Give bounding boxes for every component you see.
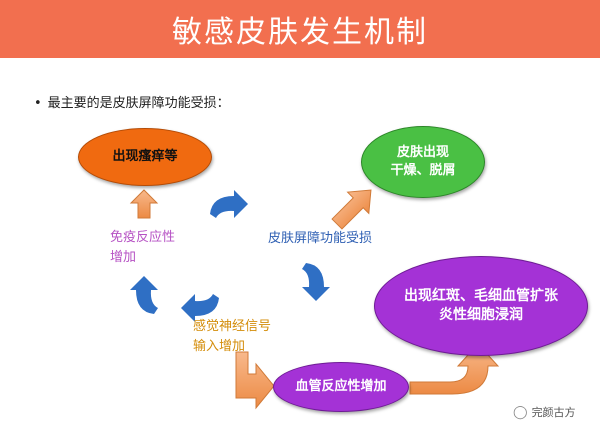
- dry-skin-node: 皮肤出现 干燥、脱屑: [361, 126, 485, 198]
- watermark: ◯ 完颜古方: [513, 404, 576, 420]
- arrow-elbow-to-vascular: [235, 351, 275, 410]
- vascular-node: 血管反应性增加: [273, 362, 409, 412]
- itch-node: 出现瘙痒等: [78, 128, 212, 186]
- blue-arrow-left: [130, 276, 158, 314]
- bullet-point: • 最主要的是皮肤屏障功能受损：: [34, 92, 230, 111]
- arrow-to-dry: [331, 189, 372, 230]
- watermark-text: 完颜古方: [531, 406, 576, 419]
- blue-arrow-bottom: [181, 294, 219, 322]
- redness-node: 出现红斑、毛细血管扩张 炎性细胞浸润: [374, 256, 588, 356]
- immune-label: 免疫反应性 增加: [110, 228, 175, 267]
- bullet-text: 最主要的是皮肤屏障功能受损：: [47, 96, 230, 111]
- sensory-label: 感觉神经信号 输入增加: [193, 317, 271, 356]
- redness-node-line1: 出现红斑、毛细血管扩张: [404, 288, 558, 305]
- page-title: 敏感皮肤发生机制: [172, 15, 428, 50]
- bullet-dot: •: [34, 96, 42, 111]
- itch-node-label: 出现瘙痒等: [112, 149, 178, 165]
- arrow-up-to-itch: [129, 189, 159, 219]
- blue-arrow-right: [302, 263, 330, 301]
- blue-arrow-top: [210, 190, 248, 218]
- dry-node-line1: 皮肤出现: [396, 145, 449, 161]
- sensory-label-line2: 输入增加: [193, 338, 246, 354]
- barrier-label: 皮肤屏障功能受损: [268, 231, 373, 246]
- redness-node-line2: 炎性细胞浸润: [439, 307, 523, 323]
- immune-label-line2: 增加: [110, 249, 137, 265]
- title-bar: 敏感皮肤发生机制: [0, 0, 600, 58]
- chat-bubble-icon: ◯: [513, 404, 528, 420]
- dry-node-line2: 干燥、脱屑: [390, 163, 456, 178]
- vascular-node-label: 血管反应性增加: [295, 379, 387, 395]
- sensory-label-line1: 感觉神经信号: [193, 319, 272, 334]
- immune-label-line1: 免疫反应性: [110, 230, 176, 245]
